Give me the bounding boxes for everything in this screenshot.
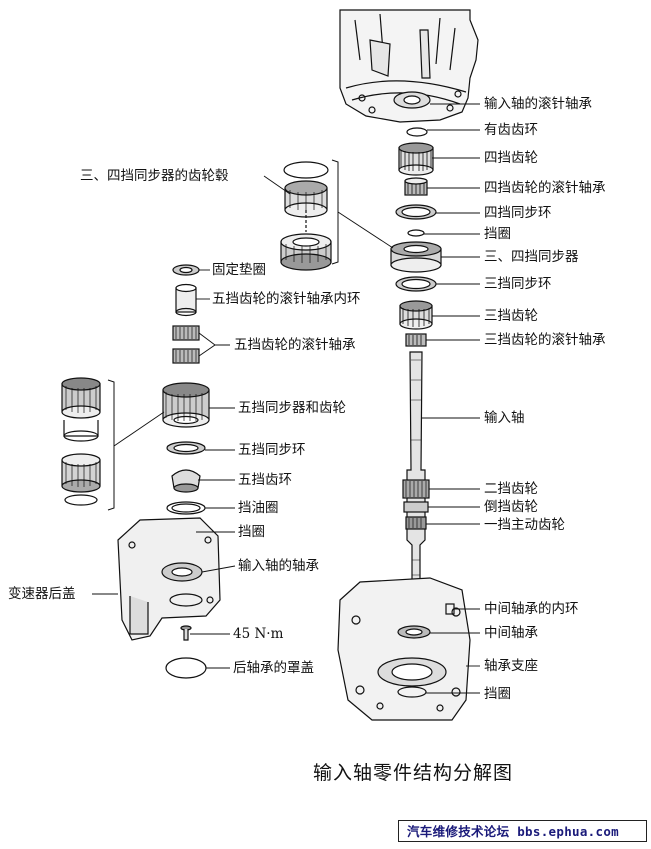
label-input-shaft-bearing: 输入轴的轴承	[238, 558, 319, 574]
label-input-shaft: 输入轴	[484, 410, 525, 426]
label-retaining-ring-bottom: 挡圈	[484, 686, 511, 702]
label-reverse-gear: 倒挡齿轮	[484, 499, 538, 515]
label-retaining-ring: 挡圈	[484, 226, 511, 242]
retaining-ring-1	[407, 229, 425, 237]
label-fixed-washer: 固定垫圈	[212, 262, 266, 278]
label-bearing-support: 轴承支座	[484, 658, 538, 674]
label-fifth-synchro-ring: 五挡同步环	[238, 442, 306, 458]
label-second-gear: 二挡齿轮	[484, 481, 538, 497]
bolt-45nm	[180, 625, 192, 641]
third-gear	[399, 300, 433, 330]
fifth-gear-components	[162, 264, 210, 537]
label-third-fourth-synchronizer: 三、四挡同步器	[484, 249, 579, 265]
watermark-forum-name: 汽车维修技术论坛	[407, 824, 510, 839]
label-rear-cover: 变速器后盖	[8, 586, 76, 602]
label-third-gear: 三挡齿轮	[484, 308, 538, 324]
fourth-gear-needle-bearing	[404, 177, 428, 196]
watermark: 汽车维修技术论坛 bbs.ephua.com	[398, 820, 647, 842]
snap-ring-top	[406, 127, 428, 137]
left-leader-lines	[92, 269, 236, 669]
label-fifth-gear-ring: 五挡齿环	[238, 472, 292, 488]
input-shaft	[402, 351, 430, 601]
hub-bracket	[331, 159, 339, 265]
label-intermediate-bearing-inner-race: 中间轴承的内环	[484, 601, 579, 617]
hub-leader	[263, 175, 291, 195]
label-fourth-gear-needle-bearing: 四挡齿轮的滚针轴承	[484, 180, 606, 196]
fourth-gear	[398, 142, 434, 176]
label-third-synchro-ring: 三挡同步环	[484, 276, 552, 292]
right-leader-lines	[422, 103, 480, 694]
label-fifth-needle-bearing: 五挡齿轮的滚针轴承	[234, 337, 356, 353]
label-retaining-ring-left: 挡圈	[238, 524, 265, 540]
label-input-shaft-needle-bearing: 输入轴的滚针轴承	[484, 96, 592, 112]
label-rear-bearing-cap: 后轴承的罩盖	[233, 660, 314, 676]
label-first-drive-gear: 一挡主动齿轮	[484, 517, 565, 533]
label-fifth-synchronizer-gear: 五挡同步器和齿轮	[238, 400, 346, 416]
third-gear-needle-bearing	[405, 333, 427, 347]
label-fourth-synchro-ring: 四挡同步环	[484, 205, 552, 221]
third-fourth-synchronizer	[390, 241, 442, 273]
fifth-synchronizer-exploded	[61, 377, 101, 506]
diagram-title: 输入轴零件结构分解图	[313, 762, 514, 784]
label-intermediate-bearing: 中间轴承	[484, 625, 538, 641]
label-toothed-ring: 有齿齿环	[484, 122, 538, 138]
fifth-bracket	[107, 379, 115, 511]
rear-bearing-cap	[165, 657, 207, 679]
synchronizer-hub-exploded	[280, 161, 332, 271]
bearing-support-housing	[337, 577, 471, 721]
label-fifth-bearing-inner-race: 五挡齿轮的滚针轴承内环	[212, 291, 361, 307]
fourth-synchro-ring	[395, 204, 437, 220]
label-fourth-gear: 四挡齿轮	[484, 150, 538, 166]
label-torque-spec: 45 N·m	[233, 626, 284, 642]
label-synchronizer-hub: 三、四挡同步器的齿轮毂	[80, 168, 229, 184]
label-oil-slinger: 挡油圈	[238, 500, 279, 516]
watermark-url: bbs.ephua.com	[517, 824, 619, 839]
upper-housing	[339, 9, 479, 123]
rear-cover	[117, 517, 221, 641]
third-synchro-ring	[395, 276, 437, 292]
label-third-gear-needle-bearing: 三挡齿轮的滚针轴承	[484, 332, 606, 348]
